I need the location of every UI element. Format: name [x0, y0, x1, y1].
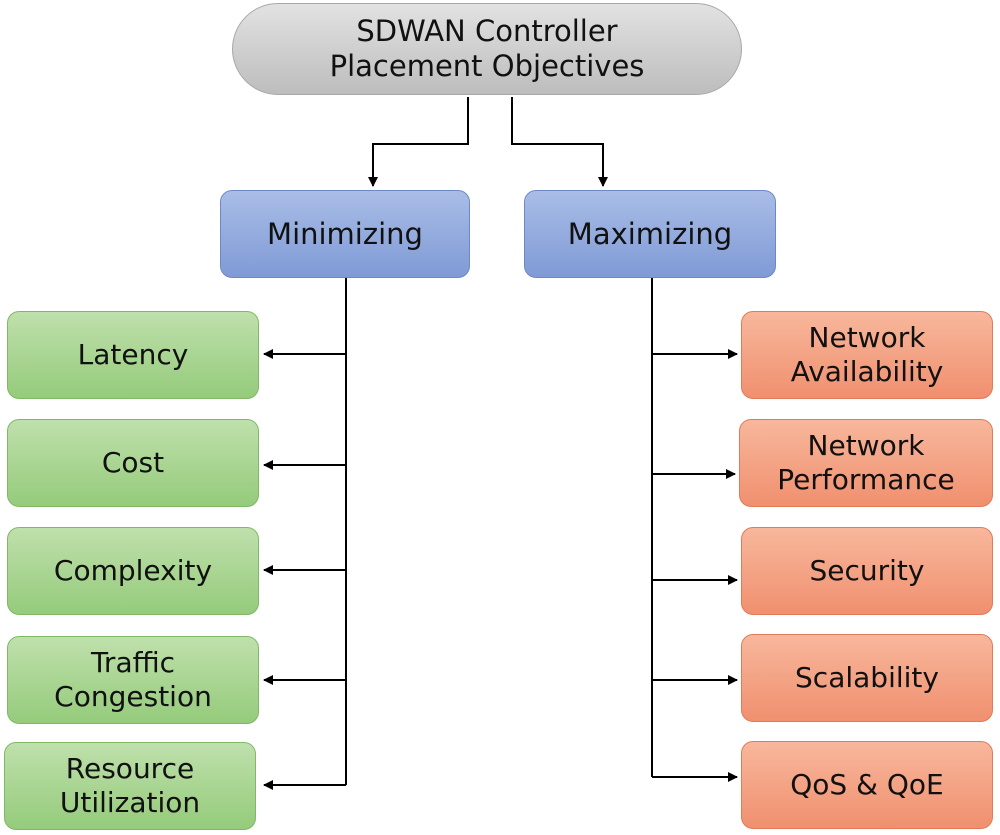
root-to-maximizing-connector — [511, 97, 608, 187]
maximize-item-label: Network Availability — [790, 321, 944, 388]
minimize-item-label: Traffic Congestion — [54, 646, 212, 713]
minimize-item-complexity: Complexity — [7, 527, 259, 615]
maximize-item-scalability: Scalability — [741, 634, 993, 722]
root-objectives-label: SDWAN Controller Placement Objectives — [329, 14, 645, 83]
minimize-item-traffic-congestion: Traffic Congestion — [7, 636, 259, 724]
minimize-item-label: Latency — [77, 338, 189, 372]
maximize-item-network-availability: Network Availability — [741, 311, 993, 399]
maximizing-category-node: Maximizing — [524, 190, 776, 278]
maximize-item-network-performance: Network Performance — [739, 419, 993, 507]
minimize-item-label: Resource Utilization — [59, 752, 201, 819]
maximize-item-label: Security — [809, 554, 925, 588]
maximize-item-label: Network Performance — [777, 429, 955, 496]
minimize-item-label: Complexity — [53, 554, 213, 588]
root-to-minimizing-connector — [368, 97, 469, 187]
minimize-item-resource-utilization: Resource Utilization — [4, 742, 256, 830]
maximize-item-label: QoS & QoE — [790, 768, 944, 802]
minimize-item-label: Cost — [101, 446, 165, 480]
maximize-item-label: Scalability — [795, 661, 939, 695]
minimize-item-latency: Latency — [7, 311, 259, 399]
root-objectives-node: SDWAN Controller Placement Objectives — [232, 3, 742, 95]
minimizing-category-node: Minimizing — [220, 190, 470, 278]
minimize-item-cost: Cost — [7, 419, 259, 507]
maximizing-category-label: Maximizing — [567, 216, 733, 251]
maximize-item-security: Security — [741, 527, 993, 615]
minimizing-category-label: Minimizing — [267, 216, 423, 251]
maximize-item-qos-qoe: QoS & QoE — [741, 741, 993, 829]
